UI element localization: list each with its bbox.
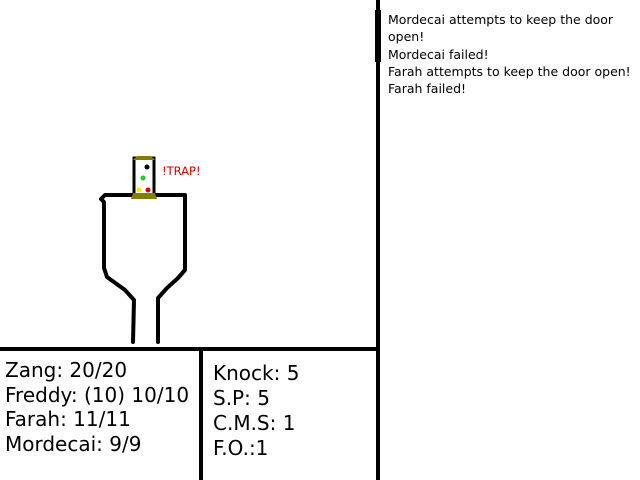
log-message: Farah attempts to keep the door open! <box>388 63 631 79</box>
party-member-hp: Farah: 11/11 <box>5 407 131 431</box>
trap-bottom-base <box>131 193 157 199</box>
trap-light-red <box>145 187 151 193</box>
log-message: Mordecai failed! <box>388 46 489 62</box>
trap-label: !TRAP! <box>162 164 201 178</box>
party-member-hp: Freddy: (10) 10/10 <box>5 382 190 407</box>
stat-line: Knock: 5 <box>213 361 300 385</box>
trap-light-yellow <box>136 187 142 193</box>
trap-icon[interactable] <box>131 156 157 199</box>
stat-line: F.O.:1 <box>213 436 269 460</box>
trap-light-black <box>144 164 150 170</box>
party-member-hp: Mordecai: 9/9 <box>5 431 142 456</box>
stat-line: C.M.S: 1 <box>213 411 296 435</box>
stats-panel: Knock: 5 S.P: 5 C.M.S: 1 F.O.:1 <box>213 361 299 461</box>
corridor-outline <box>99 193 187 344</box>
trap-top-cap <box>133 156 155 160</box>
trap-light-green <box>140 175 146 181</box>
log-message: Mordecai attempts to keep the door open! <box>388 12 614 45</box>
message-log: Mordecai attempts to keep the door open!… <box>388 11 640 97</box>
party-member-hp: Zang: 20/20 <box>5 358 128 382</box>
party-status-panel: Zang: 20/20 Freddy: (10) 10/10 Farah: 11… <box>5 358 189 456</box>
log-message: Farah failed! <box>388 81 467 97</box>
stat-line: S.P: 5 <box>213 386 270 410</box>
